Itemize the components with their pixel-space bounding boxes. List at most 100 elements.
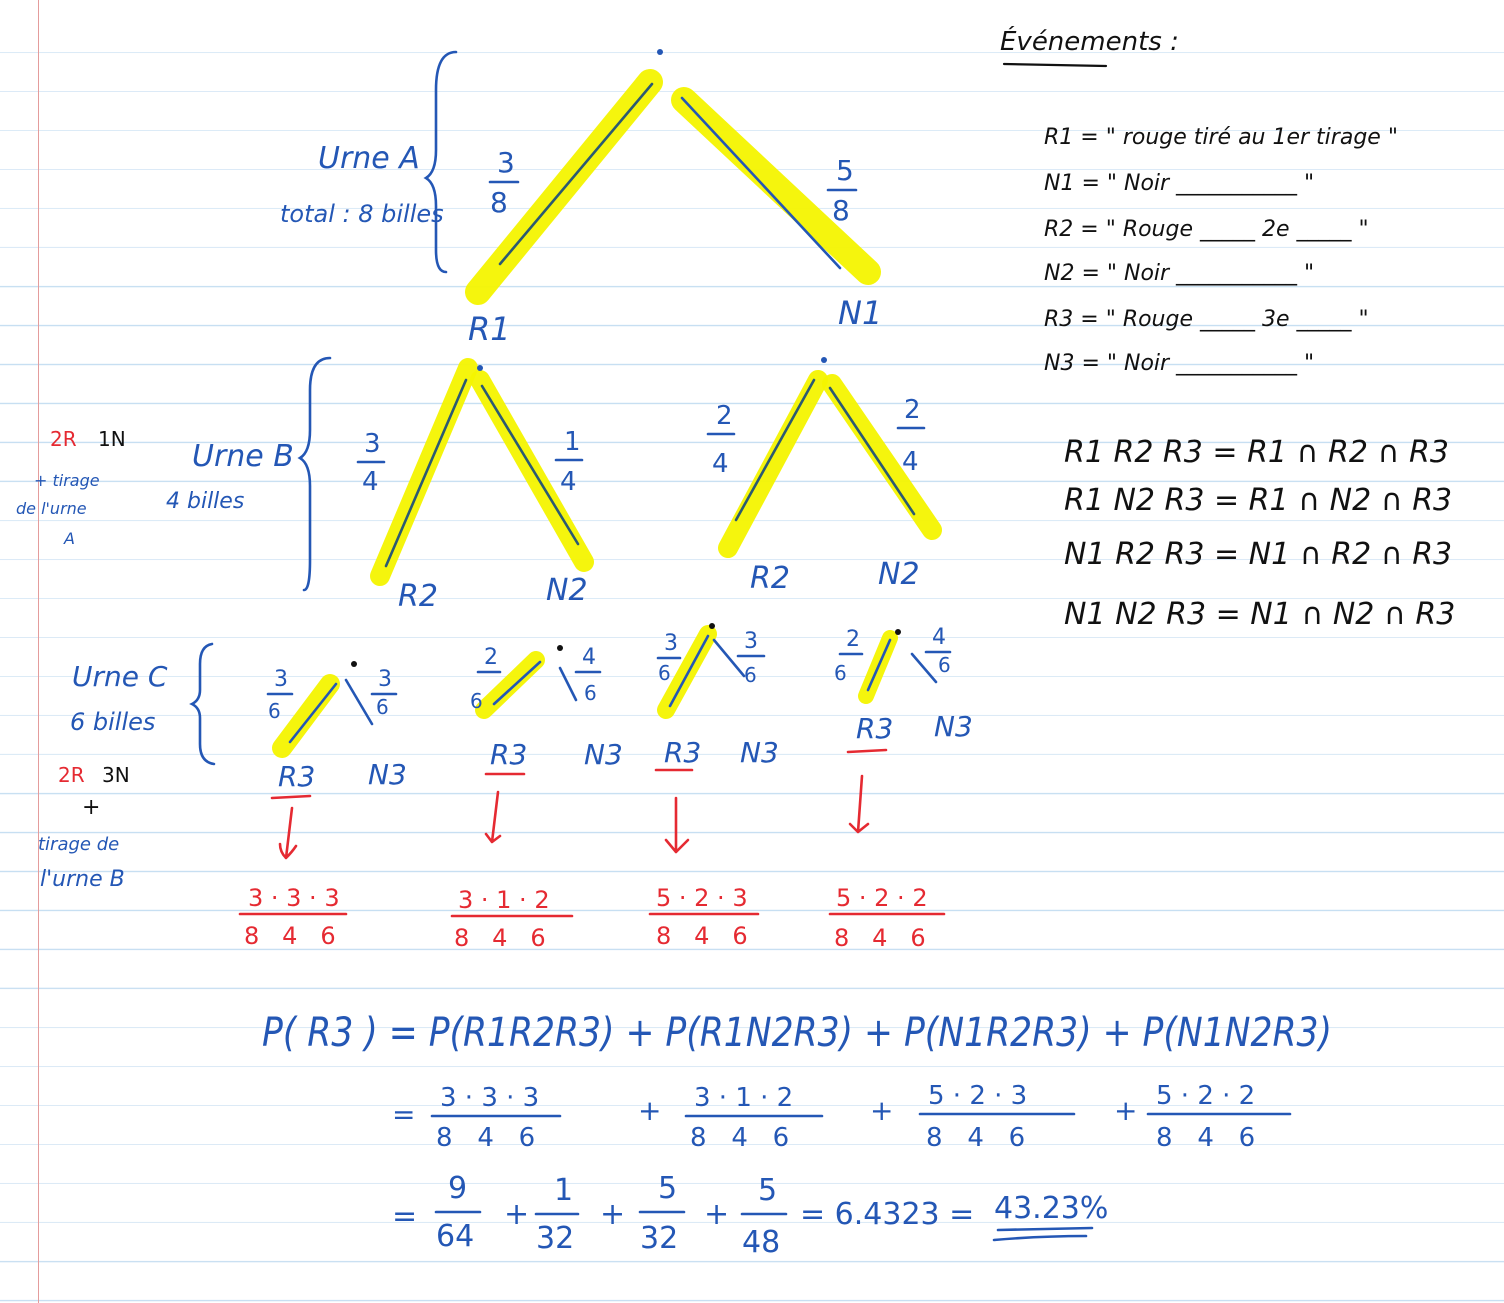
prob-level1-right: 5 8 xyxy=(826,154,858,227)
branch-l3-2-right xyxy=(558,666,578,702)
node-n1-dot xyxy=(821,357,827,363)
node-n3-2: N3 xyxy=(584,738,623,771)
branch-r1 xyxy=(498,82,654,266)
result-underline-2 xyxy=(992,1234,1088,1242)
event-def-n1: N1 = " Noir ___________ " xyxy=(1044,171,1314,196)
formula-line2-term-4: 5 · 2 · 2 8 4 6 xyxy=(1146,1081,1292,1153)
node-r2-right: R2 xyxy=(750,561,790,596)
node-n2-left: N2 xyxy=(546,573,588,608)
branch-l3-1-right xyxy=(344,678,374,726)
event-def-r2: R2 = " Rouge _____ 2e _____ " xyxy=(1044,217,1369,242)
svg-text:1: 1 xyxy=(564,427,581,457)
prob-l3-2-right: 4 6 xyxy=(574,645,602,705)
node-r3-1: R3 xyxy=(278,760,315,793)
svg-text:8: 8 xyxy=(832,194,850,227)
svg-text:4: 4 xyxy=(902,447,919,477)
formula-line2-term-1: 3 · 3 · 3 8 4 6 xyxy=(430,1083,562,1153)
formula-line3-plus-2: + xyxy=(600,1197,625,1232)
node-r1-dot xyxy=(477,365,483,371)
svg-text:3: 3 xyxy=(364,429,381,459)
node-n1: N1 xyxy=(838,294,882,332)
branch-l3-2-left xyxy=(492,660,542,706)
node-l3-2-dot xyxy=(557,645,563,651)
svg-text:2: 2 xyxy=(484,645,498,670)
node-l3-3-dot xyxy=(709,623,715,629)
event-def-r1: R1 = " rouge tiré au 1er tirage " xyxy=(1044,125,1398,150)
urn-b-label: Urne B xyxy=(192,439,294,474)
svg-text:8 4 6: 8 4 6 xyxy=(690,1123,789,1153)
urn-a-total: total : 8 billes xyxy=(280,200,444,228)
node-r3-3: R3 xyxy=(664,736,701,769)
highlight-marks xyxy=(272,69,942,758)
formula-line3-value: = 6.4323 = xyxy=(800,1197,974,1232)
node-r1: R1 xyxy=(468,310,511,348)
svg-text:6: 6 xyxy=(834,661,847,685)
branch-l3-1-left xyxy=(288,682,338,744)
node-n3-3: N3 xyxy=(740,736,779,769)
svg-text:6: 6 xyxy=(268,699,281,723)
urn-b-content-black: 1N xyxy=(98,427,126,451)
prob-l3-4-left: 2 6 xyxy=(834,627,864,685)
urn-c-note-1: tirage de xyxy=(38,834,119,855)
event-def-r3: R3 = " Rouge _____ 3e _____ " xyxy=(1044,307,1369,332)
svg-text:3 · 1 · 2: 3 · 1 · 2 xyxy=(458,886,550,914)
events-title-underline xyxy=(1002,62,1108,68)
svg-text:3: 3 xyxy=(744,629,758,654)
prob-l3-2-left: 2 6 xyxy=(470,645,502,713)
svg-text:4: 4 xyxy=(362,467,379,497)
formula-line2-plus-1: + xyxy=(638,1094,661,1127)
prob-l3-1-right: 3 6 xyxy=(370,667,398,719)
svg-text:4: 4 xyxy=(932,625,946,650)
formula-line3-equals: = xyxy=(392,1199,417,1234)
svg-text:6: 6 xyxy=(938,653,951,677)
node-r2-left: R2 xyxy=(398,579,438,614)
formula-line3-term-3: 5 32 xyxy=(638,1171,686,1256)
prob-level2-left-right: 1 4 xyxy=(554,427,584,497)
prob-l3-3-right: 3 6 xyxy=(736,629,766,687)
urn-b-content-red: 2R xyxy=(50,427,77,451)
red-arrows xyxy=(270,748,888,860)
svg-text:1: 1 xyxy=(554,1173,573,1208)
formula-line2-plus-3: + xyxy=(1114,1094,1137,1127)
svg-text:48: 48 xyxy=(742,1225,780,1260)
formula-line2-term-3: 5 · 2 · 3 8 4 6 xyxy=(918,1081,1076,1153)
svg-text:4: 4 xyxy=(582,645,596,670)
svg-text:3 · 3 · 3: 3 · 3 · 3 xyxy=(440,1083,539,1113)
urn-c-content-red: 2R xyxy=(58,763,85,787)
urn-b-brace xyxy=(297,356,332,592)
svg-text:8 4 6: 8 4 6 xyxy=(656,922,748,950)
path-product-1: 3 · 3 · 3 8 4 6 xyxy=(238,884,348,950)
svg-text:3 · 1 · 2: 3 · 1 · 2 xyxy=(694,1083,793,1113)
path-product-3: 5 · 2 · 3 8 4 6 xyxy=(648,884,760,950)
svg-text:9: 9 xyxy=(448,1171,467,1206)
formula-line2-term-2: 3 · 1 · 2 8 4 6 xyxy=(684,1083,824,1153)
svg-text:2: 2 xyxy=(846,627,860,652)
urn-c-total: 6 billes xyxy=(70,708,155,736)
path-product-4: 5 · 2 · 2 8 4 6 xyxy=(828,884,946,952)
svg-text:3: 3 xyxy=(274,667,288,692)
node-l3-4-dot xyxy=(895,629,901,635)
svg-text:32: 32 xyxy=(536,1221,574,1256)
prob-l3-1-left: 3 6 xyxy=(266,667,294,723)
branch-l3-3-right xyxy=(712,638,746,678)
svg-text:5: 5 xyxy=(836,154,854,187)
event-def-n3: N3 = " Noir ___________ " xyxy=(1044,351,1314,376)
urn-b-note-1: + tirage xyxy=(34,471,100,490)
urn-b-total: 4 billes xyxy=(166,489,244,514)
svg-text:5 · 2 · 3: 5 · 2 · 3 xyxy=(928,1081,1027,1111)
event-def-n2: N2 = " Noir ___________ " xyxy=(1044,261,1314,286)
svg-text:3 · 3 · 3: 3 · 3 · 3 xyxy=(248,884,340,912)
events-intersections: R1 R2 R3 = R1 ∩ R2 ∩ R3 R1 N2 R3 = R1 ∩ … xyxy=(1064,435,1455,632)
formula-line3-plus-3: + xyxy=(704,1197,729,1232)
root-node xyxy=(657,49,663,55)
svg-text:5 · 2 · 2: 5 · 2 · 2 xyxy=(836,884,928,912)
branch-l3-4-right xyxy=(910,652,938,684)
svg-text:2: 2 xyxy=(904,395,921,425)
events-defs: R1 = " rouge tiré au 1er tirage " N1 = "… xyxy=(1044,125,1398,376)
prob-level1-left: 3 8 xyxy=(488,146,520,219)
path-product-2: 3 · 1 · 2 8 4 6 xyxy=(450,886,574,952)
svg-text:3: 3 xyxy=(664,631,678,656)
svg-text:5 · 2 · 3: 5 · 2 · 3 xyxy=(656,884,748,912)
intersection-n1r2r3: N1 R2 R3 = N1 ∩ R2 ∩ R3 xyxy=(1064,537,1452,572)
